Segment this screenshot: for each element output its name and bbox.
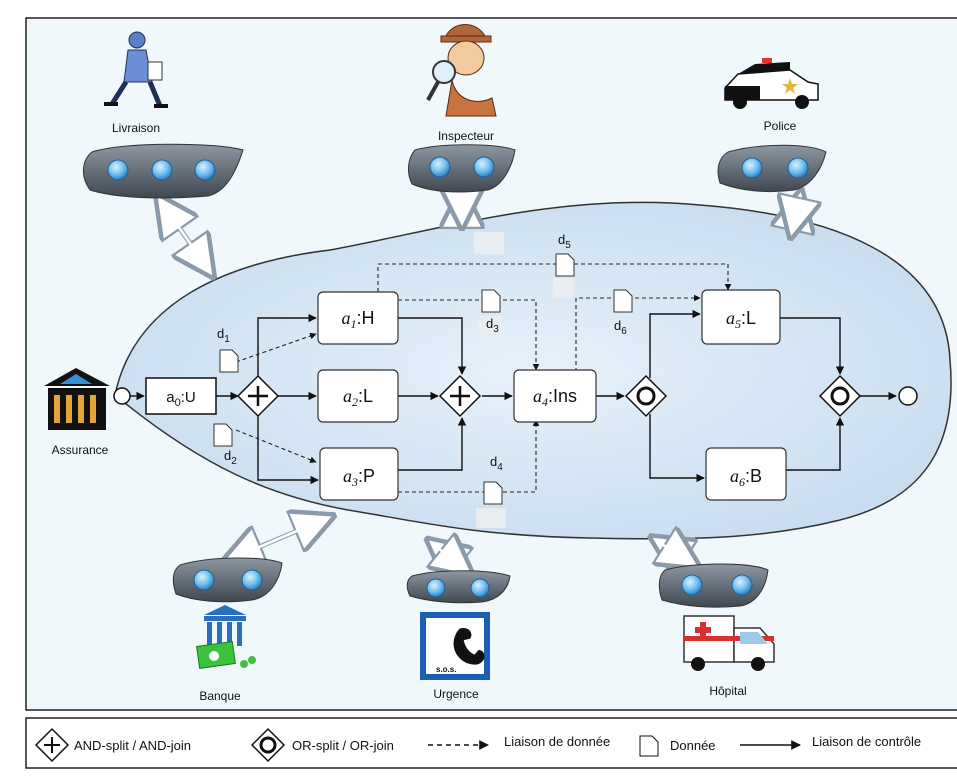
connector-banque xyxy=(172,557,283,603)
label-livraison: Livraison xyxy=(112,121,160,135)
or-split-gateway xyxy=(624,374,668,418)
d2-label: d2 xyxy=(224,448,237,467)
a2-label: a2:L xyxy=(343,386,373,409)
a0-label: a0:U xyxy=(166,389,195,409)
urgence-illustration: s.o.s. xyxy=(420,612,490,680)
start-event xyxy=(113,387,131,405)
data-doc-d3: d3 xyxy=(481,289,501,335)
connector-urgence xyxy=(406,570,511,604)
label-inspecteur: Inspecteur xyxy=(438,129,494,143)
legend-control-link-label: Liaison de contrôle xyxy=(812,734,921,749)
and-join-gateway xyxy=(438,374,482,418)
label-police: Police xyxy=(764,119,797,133)
activity-a6: a6:B xyxy=(705,447,787,501)
label-banque: Banque xyxy=(199,689,241,703)
connector-police xyxy=(717,144,827,193)
activity-a5: a5:L xyxy=(701,289,781,345)
placeholder-box xyxy=(476,508,506,528)
connector-inspecteur xyxy=(407,144,516,193)
connector-livraison xyxy=(83,143,244,199)
and-split-gateway xyxy=(236,374,280,418)
placeholder-box xyxy=(478,316,502,338)
end-event xyxy=(898,386,918,406)
data-flow-links xyxy=(235,263,732,493)
activity-a0: a0:U xyxy=(145,377,217,415)
connector-hopital xyxy=(658,563,769,608)
livraison-illustration xyxy=(104,31,168,108)
d1-label: d1 xyxy=(217,326,230,345)
activity-a4: a4:Ins xyxy=(513,369,597,423)
banque-illustration xyxy=(196,605,256,669)
activity-a1: a1:H xyxy=(317,291,399,345)
label-hopital: Hôpital xyxy=(709,684,746,698)
a4-label: a4:Ins xyxy=(533,386,577,409)
data-doc-d5: d5 xyxy=(555,232,575,277)
legend-data-icon xyxy=(639,735,659,757)
legend-or-label: OR-split / OR-join xyxy=(292,738,394,753)
label-urgence: Urgence xyxy=(433,687,479,701)
data-doc-d6: d6 xyxy=(613,289,633,337)
a1-label: a1:H xyxy=(342,308,375,331)
legend-and-label: AND-split / AND-join xyxy=(74,738,191,753)
sos-sign-text: s.o.s. xyxy=(436,665,456,674)
label-assurance: Assurance xyxy=(52,443,109,457)
data-doc-d2: d2 xyxy=(213,423,237,467)
control-flow-links xyxy=(130,309,897,485)
police-illustration xyxy=(724,58,819,109)
data-doc-d1: d1 xyxy=(217,326,239,373)
d6-label: d6 xyxy=(614,318,627,337)
legend-and-icon xyxy=(34,727,70,763)
legend: AND-split / AND-join OR-split / OR-join … xyxy=(25,717,957,769)
a3-label: a3:P xyxy=(343,466,375,489)
legend-or-icon xyxy=(250,727,286,763)
a6-label: a6:B xyxy=(730,466,762,489)
inspecteur-illustration xyxy=(426,24,497,117)
d5-label: d5 xyxy=(558,232,571,251)
placeholder-box xyxy=(553,278,573,298)
assurance-illustration xyxy=(44,368,110,430)
activity-a3: a3:P xyxy=(319,447,399,501)
placeholder-box xyxy=(474,232,504,254)
or-join-gateway xyxy=(818,374,862,418)
activity-a2: a2:L xyxy=(317,369,399,423)
a5-label: a5:L xyxy=(726,308,756,331)
hopital-illustration xyxy=(683,615,775,671)
legend-data-link-label: Liaison de donnée xyxy=(504,734,610,749)
legend-data-label: Donnée xyxy=(670,738,716,753)
data-doc-d4: d4 xyxy=(483,454,503,505)
d4-label: d4 xyxy=(490,454,503,473)
d3-label: d3 xyxy=(486,316,499,335)
